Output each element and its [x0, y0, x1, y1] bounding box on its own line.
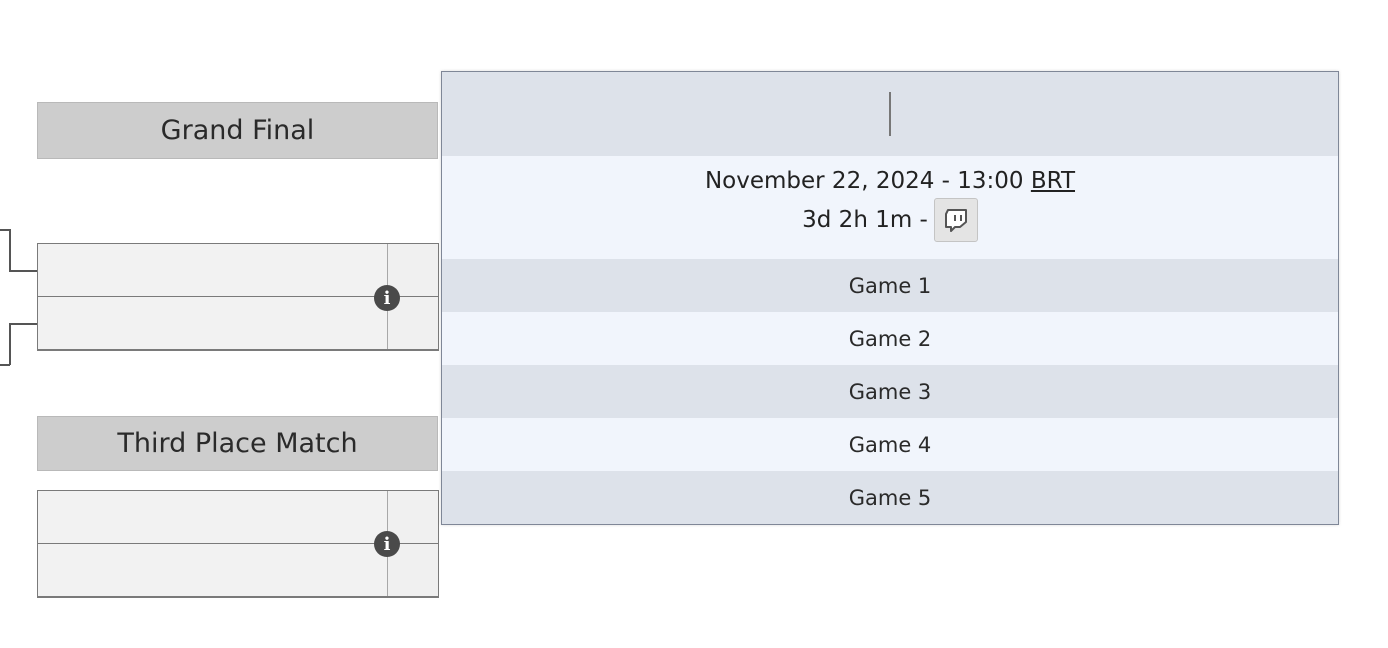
header-divider [889, 92, 891, 136]
countdown: 3d 2h 1m - [802, 207, 928, 233]
info-icon[interactable]: i [374, 531, 400, 557]
game-row[interactable]: Game 5 [442, 471, 1338, 524]
game-label: Game 1 [848, 273, 932, 298]
team-slot-2[interactable] [38, 544, 438, 597]
game-label: Game 2 [848, 326, 932, 351]
grand-final-header: Grand Final [37, 102, 438, 159]
game-row[interactable]: Game 1 [442, 259, 1338, 312]
twitch-icon [944, 209, 967, 232]
match-details-popup: November 22, 2024 - 13:00 BRT 3d 2h 1m -… [441, 71, 1339, 525]
team-slot-2[interactable] [38, 297, 438, 350]
team-slot-1[interactable] [38, 491, 438, 544]
bracket-connector [9, 270, 37, 272]
bracket-connector [0, 229, 10, 231]
game-row[interactable]: Game 4 [442, 418, 1338, 471]
timezone-link[interactable]: BRT [1030, 168, 1076, 194]
match-time-section: November 22, 2024 - 13:00 BRT 3d 2h 1m - [442, 156, 1338, 259]
game-row[interactable]: Game 2 [442, 312, 1338, 365]
game-row[interactable]: Game 3 [442, 365, 1338, 418]
third-place-header: Third Place Match [37, 416, 438, 471]
popup-header [442, 72, 1338, 156]
match-date: November 22, 2024 - 13:00 [704, 168, 1024, 194]
game-label: Game 4 [848, 432, 932, 457]
third-place-match[interactable]: i [37, 490, 439, 598]
info-icon[interactable]: i [374, 285, 400, 311]
game-label: Game 3 [848, 379, 932, 404]
bracket-connector [9, 323, 37, 325]
third-place-label: Third Place Match [117, 428, 358, 459]
countdown-row: 3d 2h 1m - [802, 198, 978, 242]
grand-final-label: Grand Final [160, 115, 315, 146]
bracket-connector [9, 323, 11, 365]
grand-final-match[interactable]: i [37, 243, 439, 351]
team-score-2 [387, 297, 438, 349]
bracket-connector [0, 364, 10, 366]
team-slot-1[interactable] [38, 244, 438, 297]
bracket-connector [9, 229, 11, 271]
game-label: Game 5 [848, 485, 932, 510]
match-datetime: November 22, 2024 - 13:00 BRT [705, 168, 1075, 194]
twitch-stream-button[interactable] [933, 198, 978, 242]
